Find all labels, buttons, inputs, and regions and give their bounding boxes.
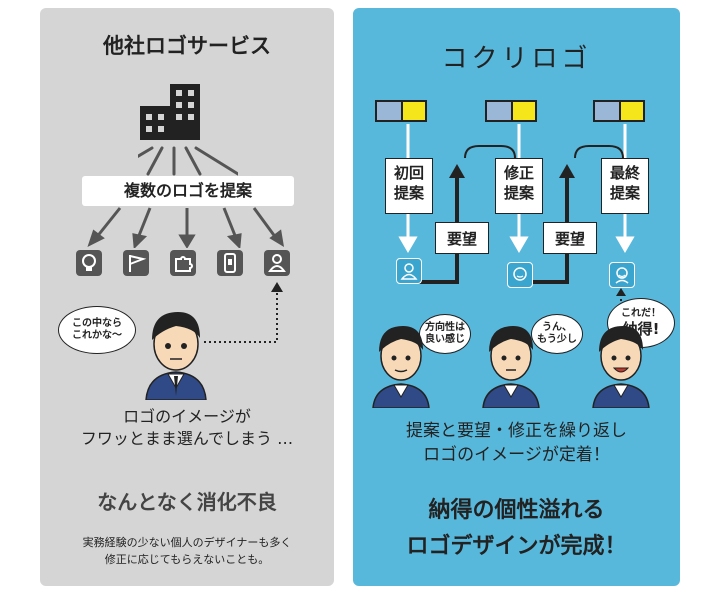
speech-bubble-1: 方向性は 良い感じ [419,314,471,354]
puzzle-icon [170,250,196,276]
monitor-icon-3 [593,100,647,122]
person-icon [264,250,290,276]
user-icon-1 [396,258,422,284]
step-revised-proposal: 修正 提案 [495,158,543,214]
bulb-icon [76,250,102,276]
other-service-panel: 他社ロゴサービス 複数のロゴを提案 [40,8,334,586]
thought-bubble: この中なら これかな～ [58,306,136,354]
monitor-icon-2 [485,100,539,122]
man-figure [145,312,207,400]
men-figures [372,326,650,408]
building-icon [138,84,238,176]
flow-arrows [398,124,635,308]
left-caption-2: フワッとまま選んでしまう … [80,429,294,448]
step-final-proposal: 最終 提案 [601,158,649,214]
monitor-icon-1 [375,100,429,122]
user-icon-3 [609,262,635,288]
request-label-2: 要望 [543,222,597,254]
left-caption-1: ロゴのイメージが [123,407,251,426]
left-title: 他社ロゴサービス [103,34,271,58]
user-icon-2 [507,262,533,288]
kokuri-logo-panel: コクリロゴ 初回 提案 修正 提案 最終 提案 要望 要望 [353,8,680,586]
proposal-label: 複数のロゴを提案 [82,176,294,206]
speech-bubble-2: うん、 もう少し [531,314,583,354]
left-note-2: 修正に応じてもらえないことも。 [104,553,270,566]
fan-arrows [87,207,285,248]
phone-icon [217,250,243,276]
left-headline: なんとなく消化不良 [97,490,277,514]
right-headline-1: 納得の個性溢れる [428,498,605,523]
flag-icon [123,250,149,276]
right-caption-1: 提案と要望・修正を繰り返し [406,421,627,441]
left-note-1: 実務経験の少ない個人のデザイナーも多く [82,536,292,549]
right-headline-2: ロゴデザインが完成！ [406,534,627,559]
right-title: コクリロゴ [441,44,592,74]
step-first-proposal: 初回 提案 [385,158,433,214]
right-caption-2: ロゴのイメージが定着！ [423,445,610,465]
dotted-arrow [204,282,283,343]
request-label-1: 要望 [435,222,489,254]
bubble3-line1: これだ！ [621,308,661,319]
